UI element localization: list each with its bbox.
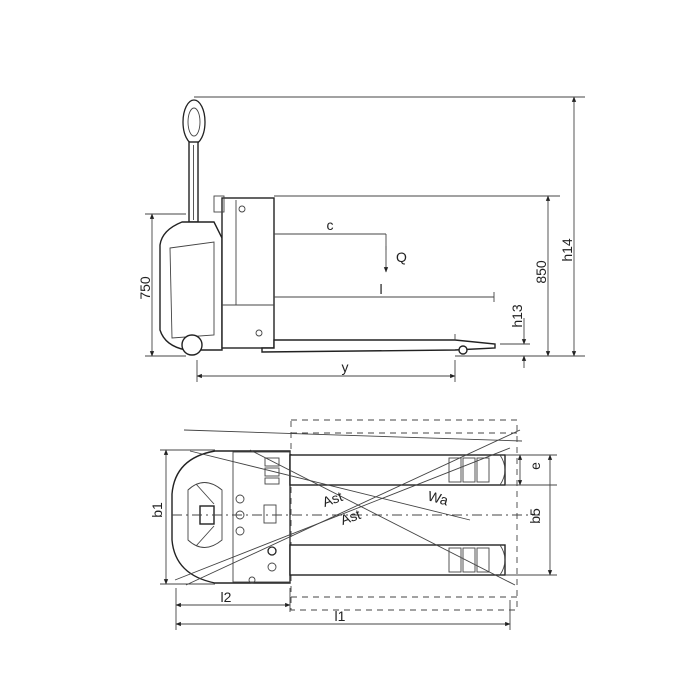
dim-e-label: e [527,462,543,470]
pallet-outline [290,419,518,611]
dim-h13-label: h13 [509,304,525,328]
power-unit-housing [159,221,223,351]
top-view: Ast Ast Wa b1 e b5 l2 l1 [149,419,557,630]
dim-c-label: c [327,217,334,233]
tiller-head-top [187,482,223,548]
dim-y-label: y [342,359,349,375]
lift-frame [221,197,275,349]
drive-wheel [181,334,203,356]
load-roller [458,345,468,355]
dim-b1-label: b1 [149,502,165,518]
dim-l1-label: l1 [335,608,346,624]
load-rollers [448,457,490,573]
control-panel [235,457,280,584]
ast-label-lower: Ast [338,506,363,528]
ast-label-upper: Ast [320,488,345,510]
load-q-label: Q [396,249,407,265]
dim-850-label: 850 [533,260,549,284]
fork-lower [289,544,506,576]
dim-l2-label: l2 [221,589,232,605]
dim-b5-label: b5 [527,508,543,524]
tiller-handle [182,99,206,223]
side-view: h14 850 h13 750 c Q l y [137,96,585,382]
fork-side [261,339,496,353]
wa-label: Wa [426,488,450,509]
dim-h14-label: h14 [559,238,575,262]
dim-l-label: l [379,281,382,297]
dim-750-label: 750 [137,276,153,300]
fork-upper [289,454,506,486]
